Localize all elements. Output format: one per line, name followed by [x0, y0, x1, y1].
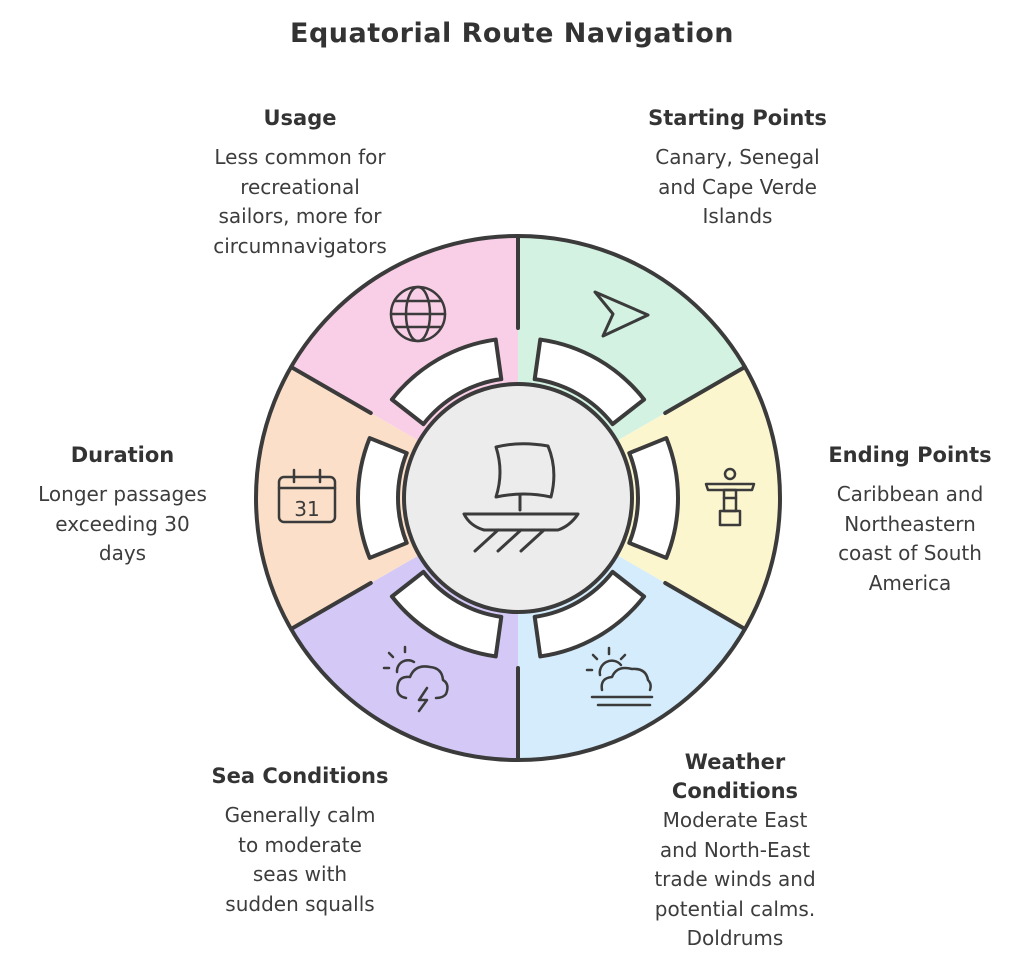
starting-points-connector [532, 337, 647, 427]
usage-description: Less common for recreational sailors, mo… [180, 143, 420, 261]
weather-conditions-label: Weather Conditions Moderate East and Nor… [615, 748, 855, 954]
usage-line: circumnavigators [213, 233, 387, 258]
weather-conditions-connector [532, 569, 647, 659]
sea-conditions-line: Generally calm [224, 803, 376, 827]
usage-line: Less common for [214, 145, 386, 169]
ending-points-line: America [868, 570, 952, 595]
duration-label: Duration Longer passages exceeding 30 da… [10, 441, 235, 569]
sun-fog-icon [585, 646, 654, 707]
duration-line: exceeding 30 [55, 511, 190, 536]
sea-conditions-line: seas with [252, 862, 348, 886]
segment-divider [289, 581, 373, 631]
ending-points-connector [627, 436, 680, 560]
ending-points-line: Northeastern [844, 511, 976, 536]
duration-connector [356, 436, 409, 560]
segment-divider [663, 365, 747, 415]
sea-conditions-connector [389, 569, 504, 659]
sailing-ship-icon [462, 442, 580, 553]
diagram-title: Equatorial Route Navigation [290, 18, 734, 49]
sea-conditions-heading: Sea Conditions [211, 764, 389, 788]
duration-heading: Duration [70, 443, 175, 467]
sea-conditions-line: to moderate [238, 832, 362, 857]
segment-divider [663, 581, 747, 631]
ending-points-label: Ending Points Caribbean and Northeastern… [798, 441, 1022, 598]
starting-points-line: Canary, Senegal [655, 145, 820, 169]
sea-conditions-line: sudden squalls [225, 891, 375, 916]
sea-conditions-label: Sea Conditions Generally calm to moderat… [170, 762, 430, 919]
usage-heading: Usage [263, 106, 337, 130]
duration-line: days [98, 541, 147, 565]
calendar-icon [277, 468, 337, 524]
weather-conditions-heading-line: Weather [684, 750, 786, 774]
segment-divider [289, 365, 373, 415]
sea-conditions-description: Generally calm to moderate seas with sud… [170, 801, 430, 919]
center-hub [402, 382, 634, 614]
weather-conditions-line: and North-East [659, 837, 811, 862]
starting-points-description: Canary, Senegal and Cape Verde Islands [610, 143, 865, 232]
weather-conditions-line: Doldrums [686, 926, 784, 950]
usage-line: sailors, more for [218, 204, 382, 228]
weather-conditions-description: Moderate East and North-East trade winds… [615, 806, 855, 954]
usage-label: Usage Less common for recreational sailo… [180, 104, 420, 261]
weather-conditions-heading-line: Conditions [671, 779, 799, 803]
starting-points-label: Starting Points Canary, Senegal and Cape… [610, 104, 865, 232]
duration-description: Longer passages exceeding 30 days [10, 480, 235, 569]
ending-points-heading: Ending Points [828, 443, 992, 467]
usage-line: recreational [240, 174, 360, 199]
duration-line: Longer passages [38, 482, 207, 506]
ending-points-description: Caribbean and Northeastern coast of Sout… [798, 480, 1022, 598]
weather-conditions-line: Moderate East [662, 808, 808, 832]
globe-icon [389, 285, 447, 343]
storm-cloud-icon [382, 645, 449, 713]
starting-points-line: Islands [702, 204, 773, 228]
weather-conditions-line: potential calms. [654, 896, 816, 921]
ending-points-line: Caribbean and [836, 482, 984, 506]
starting-points-line: and Cape Verde [658, 174, 817, 199]
weather-conditions-heading: Weather Conditions [615, 748, 855, 806]
wheel-connectors [356, 337, 680, 659]
ending-points-line: coast of South [838, 541, 982, 565]
usage-connector [389, 337, 504, 427]
calendar-day-text: 31 [294, 497, 319, 521]
outer-ring [254, 234, 782, 762]
navigation-arrow-icon [593, 290, 650, 338]
starting-points-heading: Starting Points [648, 106, 827, 130]
weather-conditions-line: trade winds and [654, 867, 816, 891]
statue-landmark-icon [704, 467, 756, 527]
